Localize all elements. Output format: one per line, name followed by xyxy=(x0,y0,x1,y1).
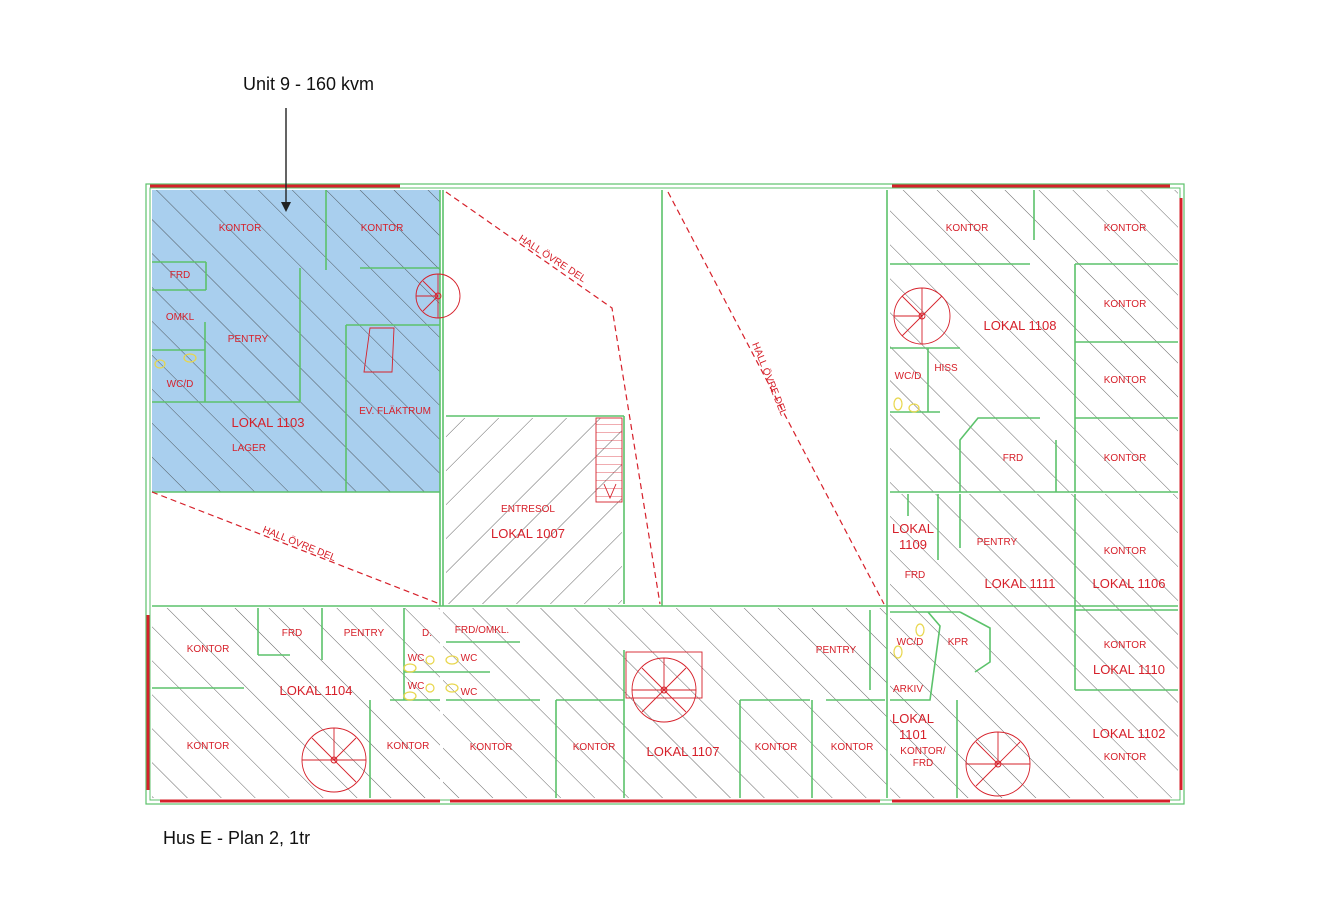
room-label: LAGER xyxy=(232,443,266,454)
room-label: KONTOR xyxy=(1104,299,1147,310)
room-label: KONTOR/ xyxy=(900,746,946,757)
hall-label: HALL ÖVRE DEL xyxy=(261,524,338,565)
sanitary-fixtures xyxy=(154,353,925,701)
room-label: PENTRY xyxy=(816,645,857,656)
room-label: KONTOR xyxy=(219,223,262,234)
room-label: 1101 xyxy=(899,727,927,742)
room-label: FRD/OMKL. xyxy=(455,625,509,636)
room-label: WC xyxy=(408,653,425,664)
hatched-areas xyxy=(152,190,1178,798)
room-label: KONTOR xyxy=(187,741,230,752)
room-label: FRD xyxy=(913,758,934,769)
room-label: FRD xyxy=(282,628,303,639)
unit-callout-label: Unit 9 - 160 kvm xyxy=(243,74,375,94)
room-label: WC xyxy=(461,687,478,698)
room-label: KONTOR xyxy=(946,223,989,234)
room-label: EV. FLÄKTRUM xyxy=(359,405,431,417)
room-label: 1109 xyxy=(899,537,927,552)
room-label: FRD xyxy=(1003,453,1024,464)
interior-walls xyxy=(152,190,1178,798)
room-label: KONTOR xyxy=(1104,453,1147,464)
room-label: KONTOR xyxy=(1104,223,1147,234)
room-label: KONTOR xyxy=(187,644,230,655)
room-label: PENTRY xyxy=(344,628,385,639)
hall-label: HALL ÖVRE DEL xyxy=(516,232,588,285)
room-label: LOKAL 1103 xyxy=(232,415,305,430)
room-label: LOKAL 1111 xyxy=(984,576,1055,591)
room-label: LOKAL xyxy=(892,521,934,536)
room-label: ARKIV xyxy=(893,684,923,695)
room-label: WC xyxy=(461,653,478,664)
room-label: LOKAL 1107 xyxy=(647,744,720,759)
room-label: KONTOR xyxy=(1104,546,1147,557)
room-label: KONTOR xyxy=(1104,640,1147,651)
room-label: WC/D xyxy=(895,371,922,382)
hall-dashed-lines xyxy=(151,191,885,605)
room-label: WC/D xyxy=(167,379,194,390)
room-label: KONTOR xyxy=(831,742,874,753)
room-label: WC/D xyxy=(897,637,924,648)
room-label: KPR xyxy=(948,637,969,648)
room-labels: KONTOR KONTOR FRD OMKL PENTRY WC/D LOKAL… xyxy=(166,223,1166,769)
room-label: KONTOR xyxy=(387,741,430,752)
room-label: PENTRY xyxy=(228,334,269,345)
room-label: WC xyxy=(408,681,425,692)
room-label: HISS xyxy=(934,363,958,374)
hall-label: HALL ÖVRE DEL xyxy=(749,341,790,418)
room-label: KONTOR xyxy=(755,742,798,753)
callout-arrow xyxy=(281,108,291,212)
room-label: LOKAL 1104 xyxy=(280,683,353,698)
room-label: LOKAL 1007 xyxy=(491,526,565,541)
room-label: KONTOR xyxy=(1104,752,1147,763)
room-label: LOKAL 1106 xyxy=(1093,576,1166,591)
room-label: KONTOR xyxy=(361,223,404,234)
plan-caption: Hus E - Plan 2, 1tr xyxy=(163,828,311,848)
room-label: LOKAL 1102 xyxy=(1093,726,1166,741)
room-label: OMKL xyxy=(166,312,195,323)
room-label: D. xyxy=(422,628,432,639)
spiral-stairs xyxy=(301,273,1031,797)
room-label: KONTOR xyxy=(573,742,616,753)
windows xyxy=(146,184,1183,803)
room-label: KONTOR xyxy=(470,742,513,753)
room-label: LOKAL xyxy=(892,711,934,726)
room-label: ENTRESOL xyxy=(501,504,555,515)
room-label: FRD xyxy=(170,270,191,281)
room-label: KONTOR xyxy=(1104,375,1147,386)
room-label: LOKAL 1108 xyxy=(984,318,1057,333)
room-label: FRD xyxy=(905,570,926,581)
room-label: LOKAL 1110 xyxy=(1093,662,1165,677)
room-label: PENTRY xyxy=(977,537,1018,548)
